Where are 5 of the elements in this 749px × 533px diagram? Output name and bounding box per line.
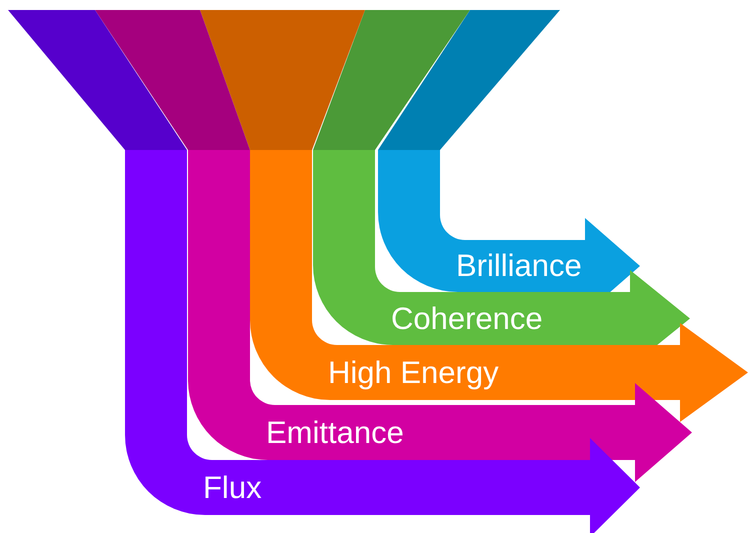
arrow-label: Coherence [391,302,543,334]
arrow-label: Brilliance [456,250,582,281]
arrow-label: Emittance [266,416,404,448]
arrow-label: High Energy [328,356,499,388]
arrow-label: Flux [203,472,262,502]
